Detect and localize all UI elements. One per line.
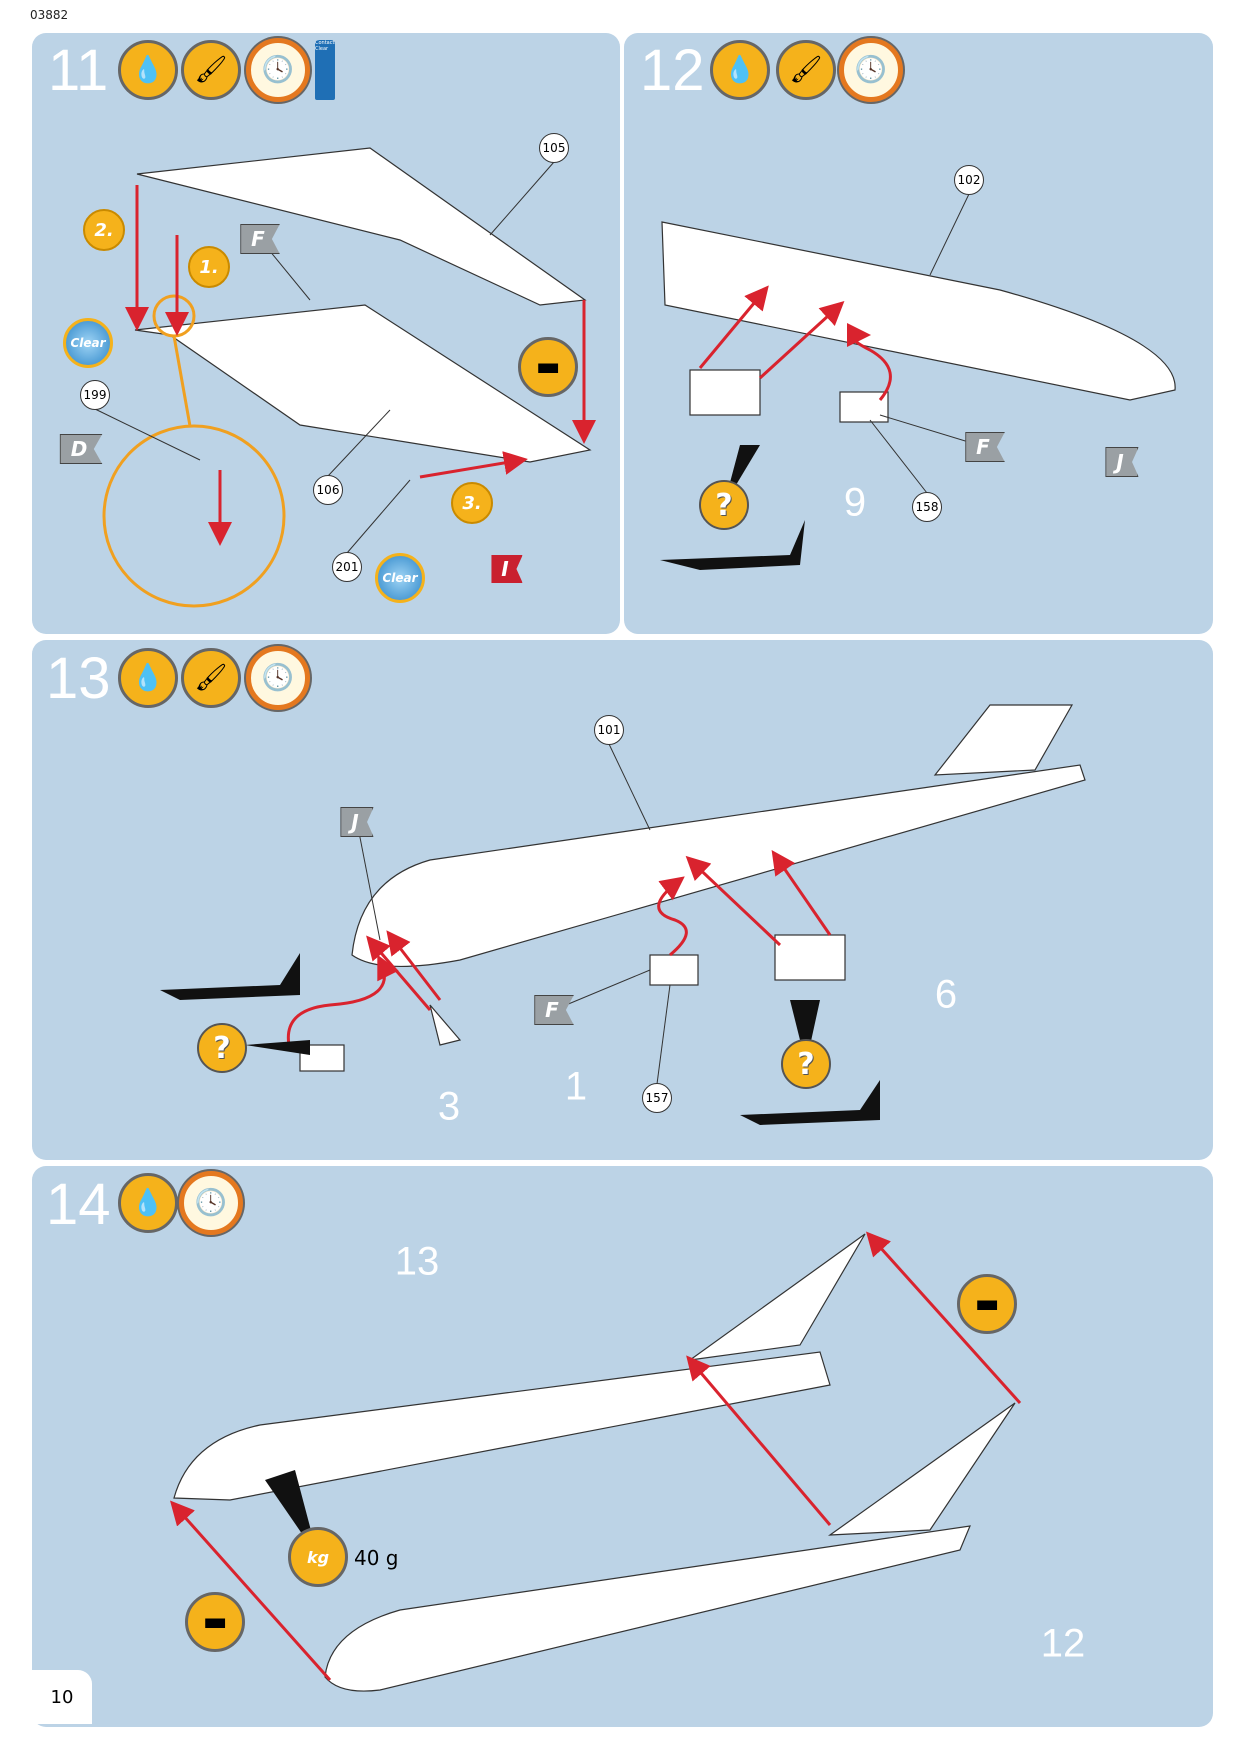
part-number: 158 bbox=[912, 492, 942, 522]
silhouette-plane bbox=[160, 953, 300, 1000]
step-number: 11 bbox=[48, 38, 109, 103]
tape-icon: ▬ bbox=[957, 1274, 1017, 1334]
fuselage-upper-13 bbox=[173, 1351, 831, 1501]
assembly-label: 3 bbox=[437, 1084, 461, 1129]
fin-13 bbox=[933, 704, 1074, 776]
tape-icon: ▬ bbox=[185, 1592, 245, 1652]
part-number: 199 bbox=[80, 380, 110, 410]
clock-icon: 🕓 bbox=[179, 1171, 243, 1235]
gear-bay-9 bbox=[689, 369, 761, 416]
glue-icon: 💧 bbox=[118, 1173, 178, 1233]
weight-label: 40 g bbox=[354, 1546, 399, 1570]
fuselage-lower-12 bbox=[324, 1525, 971, 1692]
part-number: 102 bbox=[954, 165, 984, 195]
page-number: 10 bbox=[32, 1670, 92, 1724]
clear-glue-bottle-icon: Contacta Clear bbox=[315, 40, 335, 100]
assembly-label: 9 bbox=[843, 480, 867, 525]
part-number: 106 bbox=[313, 475, 343, 505]
wing-upper-105 bbox=[136, 147, 587, 306]
question-icon: ? bbox=[781, 1039, 831, 1089]
weight-icon: kg bbox=[288, 1527, 348, 1587]
clock-icon: 🕓 bbox=[246, 38, 310, 102]
part-number: 101 bbox=[594, 715, 624, 745]
glue-icon: 💧 bbox=[118, 648, 178, 708]
step-number: 13 bbox=[46, 646, 111, 711]
paint-brush-icon: 🖌 bbox=[776, 40, 836, 100]
substep-number: 3. bbox=[451, 482, 493, 524]
clear-parts-icon: Clear bbox=[63, 318, 113, 368]
question-icon: ? bbox=[197, 1023, 247, 1073]
part-number: 157 bbox=[642, 1083, 672, 1113]
step-number: 14 bbox=[46, 1172, 111, 1237]
part-number: 201 bbox=[332, 552, 362, 582]
fuselage-102 bbox=[661, 221, 1176, 401]
assembly-label: 6 bbox=[934, 972, 958, 1017]
doc-code: 03882 bbox=[30, 8, 69, 22]
wing-lower-106 bbox=[134, 304, 592, 463]
assembly-label: 12 bbox=[1040, 1621, 1086, 1666]
part-number: 105 bbox=[539, 133, 569, 163]
paint-brush-icon: 🖌 bbox=[181, 648, 241, 708]
assembly-label: 13 bbox=[394, 1239, 440, 1284]
clock-icon: 🕓 bbox=[246, 646, 310, 710]
tape-icon: ▬ bbox=[518, 337, 578, 397]
glue-icon: 💧 bbox=[118, 40, 178, 100]
part-158 bbox=[839, 391, 889, 423]
step-number: 12 bbox=[640, 38, 705, 103]
clock-icon: 🕓 bbox=[839, 38, 903, 102]
question-icon: ? bbox=[699, 480, 749, 530]
silhouette-plane bbox=[660, 520, 805, 570]
assembly-label: 1 bbox=[564, 1064, 588, 1109]
fuselage-101 bbox=[351, 764, 1086, 968]
clear-parts-icon: Clear bbox=[375, 553, 425, 603]
paint-brush-icon: 🖌 bbox=[181, 40, 241, 100]
glue-icon: 💧 bbox=[710, 40, 770, 100]
substep-number: 2. bbox=[83, 209, 125, 251]
substep-number: 1. bbox=[188, 246, 230, 288]
silhouette-plane bbox=[740, 1080, 880, 1125]
